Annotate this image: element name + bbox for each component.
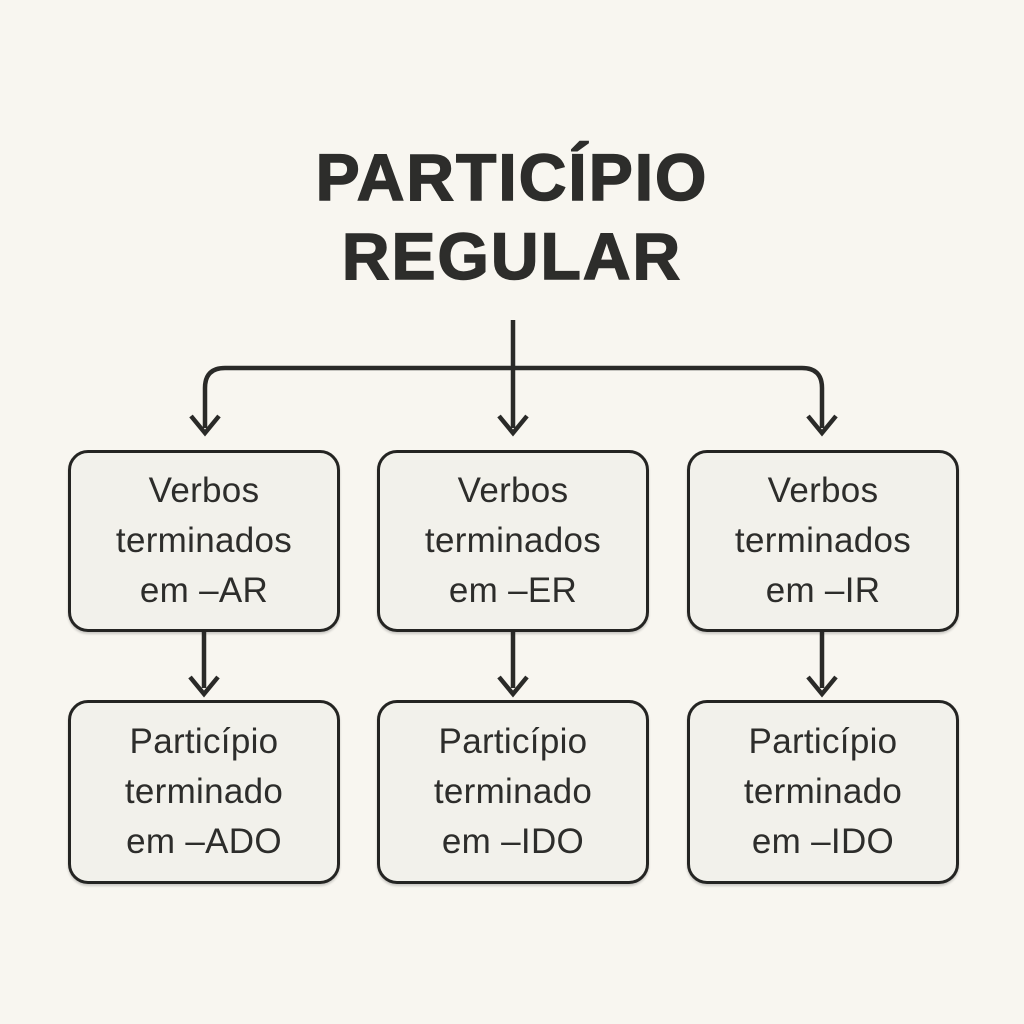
arrowhead-to-er [497, 414, 529, 437]
node-text-line: terminados [115, 521, 293, 561]
page-title: PARTICÍPIO REGULAR [0, 138, 1024, 296]
node-text-line: terminados [424, 521, 602, 561]
page-title-line2: REGULAR [341, 218, 683, 294]
node-text-line: terminados [734, 521, 912, 561]
node-text-line: Particípio [748, 722, 898, 762]
node-verbos-ar: Verbos terminados em –AR [68, 450, 340, 632]
node-verbos-er: Verbos terminados em –ER [377, 450, 649, 632]
node-text-line: em –ADO [126, 821, 282, 861]
node-participio-ido-er: Particípio terminado em –IDO [377, 700, 649, 884]
node-text-line: em –IDO [751, 821, 895, 861]
node-text-line: Particípio [438, 722, 588, 762]
arrowhead-to-ido-er [497, 675, 529, 698]
node-text-line: em –AR [139, 570, 269, 610]
node-text-line: Particípio [129, 722, 279, 762]
node-participio-ado: Particípio terminado em –ADO [68, 700, 340, 884]
arrowhead-to-ado [188, 675, 220, 698]
node-text-line: terminado [743, 772, 903, 812]
node-text-line: Verbos [148, 471, 260, 511]
node-participio-ido-ir: Particípio terminado em –IDO [687, 700, 959, 884]
node-text-line: Verbos [457, 471, 569, 511]
arrowhead-to-ido-ir [806, 675, 838, 698]
arrowhead-to-ar [189, 414, 221, 437]
node-text-line: em –ER [448, 570, 578, 610]
node-text-line: terminado [124, 772, 284, 812]
page-title-line1: PARTICÍPIO [315, 139, 709, 215]
node-text-line: em –IR [765, 570, 881, 610]
node-text-line: terminado [433, 772, 593, 812]
node-verbos-ir: Verbos terminados em –IR [687, 450, 959, 632]
arrowhead-to-ir [806, 414, 838, 437]
node-text-line: Verbos [767, 471, 879, 511]
node-text-line: em –IDO [441, 821, 585, 861]
